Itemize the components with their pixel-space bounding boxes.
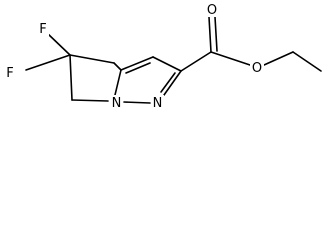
bond-ch2-n1 <box>71 99 109 102</box>
n-ring-label: N <box>153 96 163 111</box>
f-left-label: F <box>6 66 13 81</box>
bond-carbonyl-inner <box>214 16 218 52</box>
o-carbonyl-label: O <box>207 3 217 18</box>
f-top-label: F <box>39 22 46 37</box>
structure-diagram: F F N N O O <box>4 2 322 111</box>
bond-cf2-ch2-bottom <box>69 54 73 101</box>
bond-c2-ccarbonyl <box>180 51 212 72</box>
atom-o-ester: O <box>250 60 264 76</box>
atom-labels: F F N N O O <box>4 2 264 111</box>
bond-c3-c2 <box>152 56 182 72</box>
bond-network <box>25 16 322 104</box>
atom-n-bridge: N <box>110 95 123 111</box>
n-bridge-label: N <box>112 96 122 111</box>
bond-c2-n2 <box>163 70 182 96</box>
bond-n2-n1 <box>123 101 151 104</box>
bond-carbonyl-outer <box>208 16 212 53</box>
bond-ch2-c3a <box>113 62 122 71</box>
bond-c3-c3a-inner <box>125 62 151 74</box>
bond-ch2-ch3 <box>292 51 322 72</box>
atom-o-carbonyl: O <box>205 2 219 18</box>
bond-c3a-c3 <box>120 56 154 71</box>
o-ester-label: O <box>252 61 262 76</box>
bond-c-f-left <box>25 54 71 71</box>
bond-cf2-ch2-top <box>69 54 115 64</box>
bond-n1-c3a <box>114 69 122 96</box>
atom-f-top: F <box>37 21 49 37</box>
atom-f-left: F <box>4 65 16 81</box>
bond-ccarbonyl-oester <box>210 51 251 66</box>
bond-oester-ch2 <box>263 51 294 66</box>
bond-c2-n2-inner <box>160 72 176 93</box>
atom-n-ring: N <box>151 95 164 111</box>
bond-c-f-top <box>46 32 71 56</box>
